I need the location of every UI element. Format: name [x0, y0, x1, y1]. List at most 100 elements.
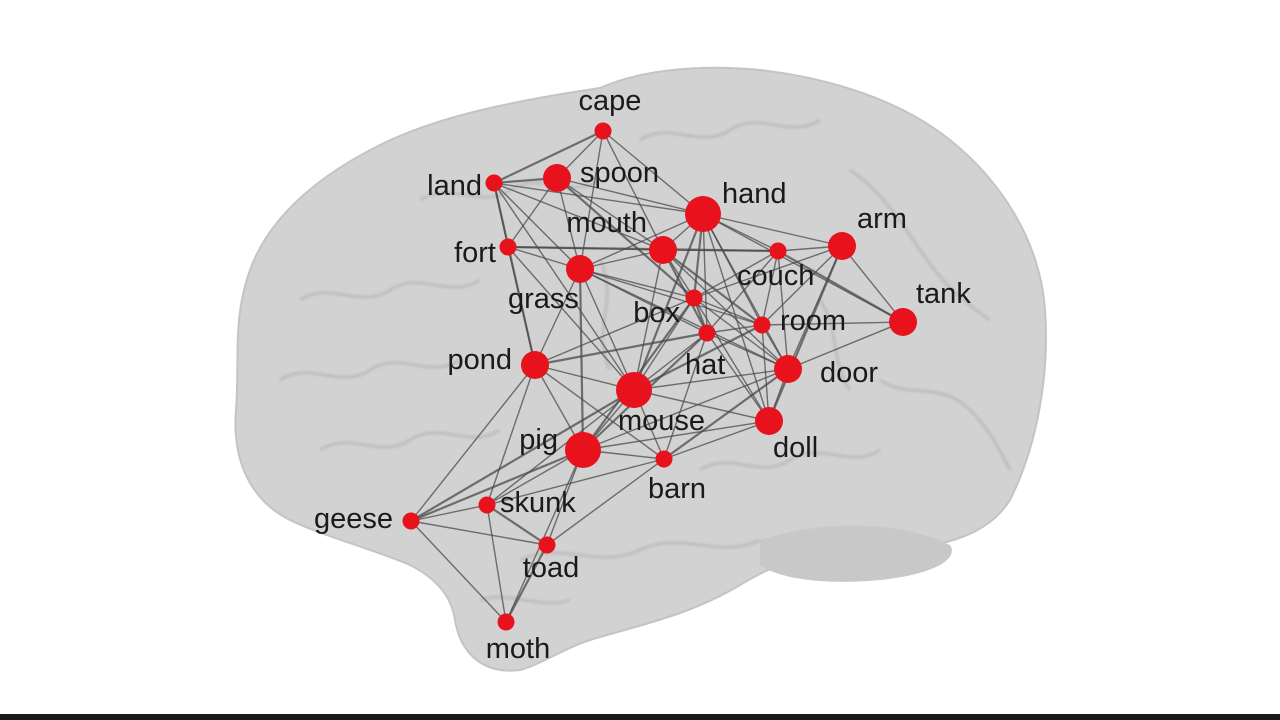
- node-land: [485, 174, 503, 192]
- edge-hand-hat: [702, 213, 708, 334]
- label-spoon: spoon: [580, 157, 659, 189]
- edge-arm-box: [693, 245, 843, 299]
- edge-hat-door: [706, 332, 789, 370]
- node-pond: [521, 351, 549, 379]
- label-land: land: [427, 170, 482, 202]
- edge-pig-doll: [582, 420, 770, 451]
- edge-tank-room: [761, 321, 904, 326]
- edge-room-hat: [706, 324, 763, 334]
- edge-room-doll: [761, 324, 770, 422]
- edge-hat-doll: [706, 332, 770, 422]
- node-moth: [497, 613, 515, 631]
- edge-spoon-grass: [556, 177, 581, 270]
- edge-mouse-geese: [410, 389, 635, 522]
- label-doll: doll: [773, 432, 818, 464]
- node-door: [774, 355, 802, 383]
- edge-box-pond: [534, 297, 695, 366]
- edge-doll-barn: [663, 420, 770, 460]
- node-toad: [538, 536, 556, 554]
- edge-land-hand: [493, 182, 704, 215]
- label-room: room: [780, 305, 846, 337]
- node-room: [753, 316, 771, 334]
- edge-pond-skunk: [486, 364, 536, 506]
- node-mouse: [616, 372, 652, 408]
- brain-folds: [279, 118, 1012, 605]
- edge-geese-moth: [410, 520, 507, 623]
- edge-fort-mouse: [507, 246, 635, 391]
- label-barn: barn: [648, 473, 706, 505]
- edge-box-door: [693, 297, 789, 370]
- edge-arm-doll: [767, 245, 844, 422]
- edge-mouth-hat: [662, 249, 708, 334]
- edge-pond-hat: [534, 331, 708, 367]
- edge-spoon-hand: [556, 177, 704, 215]
- edge-pond-geese: [410, 364, 536, 522]
- label-hand: hand: [722, 178, 787, 210]
- edge-hand-door: [702, 213, 789, 370]
- edge-land-grass: [493, 182, 581, 270]
- node-box: [685, 289, 703, 307]
- label-mouth: mouth: [566, 207, 647, 239]
- label-arm: arm: [857, 203, 907, 235]
- edge-grass-door: [579, 268, 789, 370]
- edge-spoon-box: [556, 177, 695, 299]
- label-mouse: mouse: [618, 405, 705, 437]
- edge-door-barn: [663, 368, 789, 460]
- edge-grass-room: [579, 268, 763, 326]
- node-arm: [828, 232, 856, 260]
- node-fort: [499, 238, 517, 256]
- edge-couch-box: [693, 250, 779, 299]
- edge-skunk-toad: [486, 504, 548, 546]
- edge-pig-moth: [505, 449, 584, 623]
- edge-land-mouth: [493, 182, 664, 251]
- label-couch: couch: [737, 260, 814, 292]
- edge-door-mouse: [633, 368, 789, 391]
- node-grass: [566, 255, 594, 283]
- edge-hat-barn: [663, 332, 708, 460]
- edge-spoon-fort: [507, 177, 558, 248]
- edge-mouse-skunk: [486, 389, 635, 506]
- edge-spoon-mouth: [556, 177, 664, 251]
- node-spoon: [543, 164, 571, 192]
- edge-pig-geese: [410, 448, 584, 523]
- edge-box-room: [693, 297, 763, 326]
- label-pig: pig: [519, 424, 558, 456]
- edge-pond-barn: [534, 364, 665, 460]
- node-barn: [655, 450, 673, 468]
- edge-skunk-geese: [410, 504, 488, 522]
- node-hat: [698, 324, 716, 342]
- brain-cerebellum: [760, 525, 952, 582]
- edge-grass-mouse: [579, 268, 635, 391]
- edge-couch-room: [761, 250, 779, 326]
- node-couch: [769, 242, 787, 260]
- label-skunk: skunk: [500, 487, 576, 519]
- edge-mouse-doll: [633, 389, 770, 422]
- label-cape: cape: [579, 85, 642, 117]
- edge-cape-hand: [602, 130, 704, 215]
- edge-land-mouse: [493, 182, 635, 391]
- label-hat: hat: [685, 349, 725, 381]
- node-tank: [889, 308, 917, 336]
- edge-barn-toad: [546, 458, 665, 546]
- label-box: box: [633, 297, 680, 329]
- edge-cape-mouth: [602, 130, 664, 251]
- edge-mouth-mouse: [633, 249, 664, 391]
- bottom-border: [0, 714, 1280, 720]
- edge-arm-tank: [841, 245, 904, 323]
- edge-hand-grass: [579, 213, 704, 270]
- edge-tank-door: [787, 321, 904, 370]
- edge-geese-toad: [410, 520, 548, 546]
- node-pig: [565, 432, 601, 468]
- edge-mouth-grass: [579, 249, 664, 270]
- edge-couch-tank: [777, 250, 904, 323]
- edge-mouth-door: [662, 249, 789, 370]
- edge-box-doll: [693, 297, 770, 422]
- label-moth: moth: [486, 633, 550, 665]
- node-geese: [402, 512, 420, 530]
- edge-grass-box: [579, 268, 695, 299]
- edge-pig-skunk: [486, 449, 584, 506]
- edge-fort-couch: [507, 245, 779, 253]
- label-grass: grass: [508, 283, 579, 315]
- edge-cape-land: [493, 130, 604, 184]
